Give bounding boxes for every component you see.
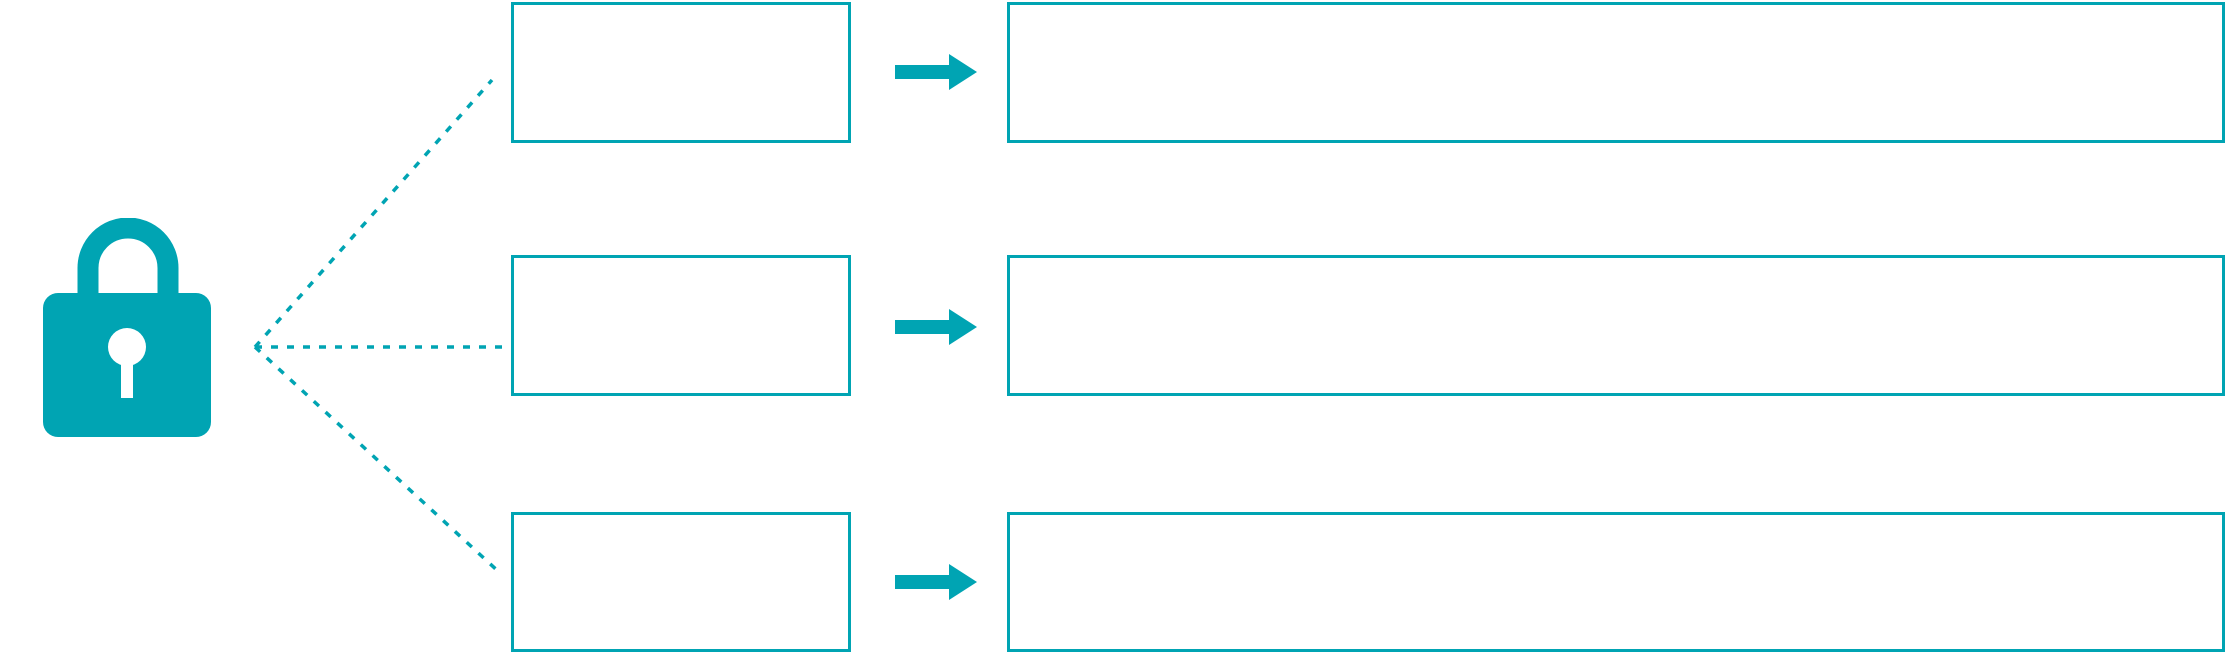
dotted-connector-top — [253, 78, 494, 349]
lock-shackle — [77, 218, 179, 319]
label-box-top — [511, 2, 851, 143]
right-arrow-icon — [895, 564, 977, 600]
detail-box-middle — [1007, 255, 2225, 396]
label-box-bottom — [511, 512, 851, 652]
right-arrow-icon — [895, 309, 977, 345]
lock-keyhole-stem — [121, 358, 133, 398]
detail-box-top — [1007, 2, 2225, 143]
dotted-connector-bottom — [253, 345, 502, 575]
label-box-middle — [511, 255, 851, 396]
lock-keyhole-circle — [108, 328, 146, 366]
lock-icon — [43, 218, 211, 437]
right-arrow-icon — [895, 54, 977, 90]
detail-box-bottom — [1007, 512, 2225, 652]
